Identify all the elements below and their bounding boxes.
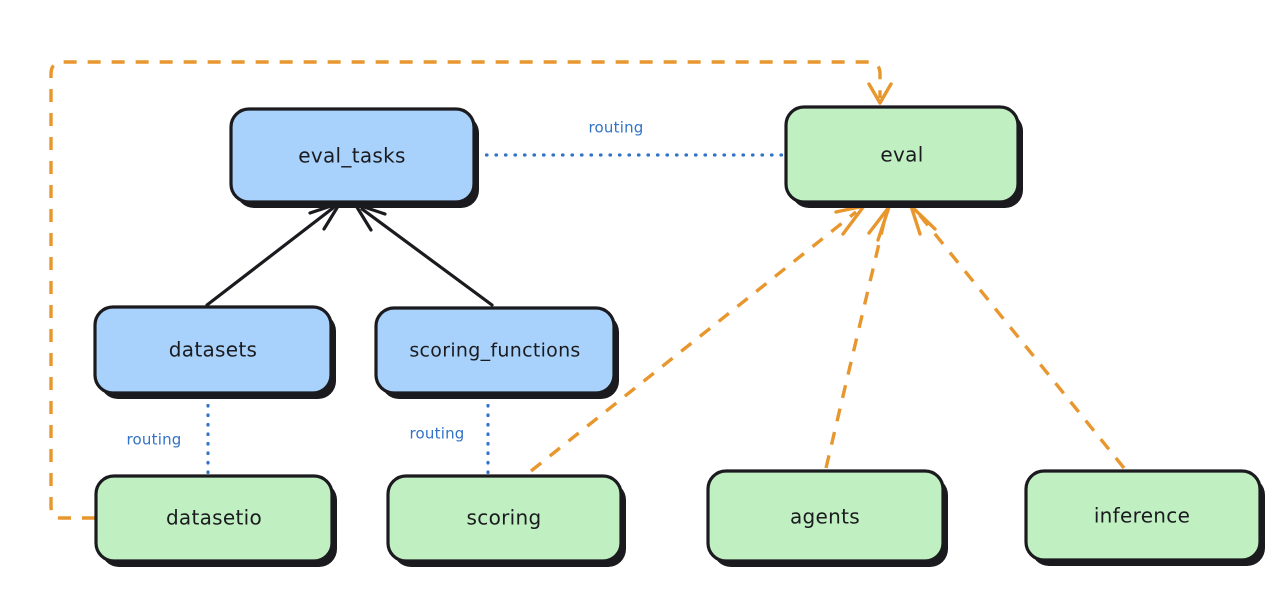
node-datasetio-box[interactable] xyxy=(94,474,334,563)
node-datasets[interactable]: datasets xyxy=(93,305,336,399)
node-inference-box[interactable] xyxy=(1024,469,1262,562)
edge-datasetio-to-eval xyxy=(49,60,893,520)
node-scoring_functions-box[interactable] xyxy=(374,306,616,395)
node-datasets-label: datasets xyxy=(169,338,257,362)
arrowhead-agents-eval xyxy=(867,205,891,242)
edge-datasets-to-eval_tasks xyxy=(205,201,342,307)
node-scoring[interactable]: scoring xyxy=(386,474,626,567)
node-scoring_functions-label: scoring_functions xyxy=(409,340,580,362)
node-agents-label: agents xyxy=(790,505,860,529)
edge-label-routing-datasets: routing xyxy=(127,431,182,449)
edge-label-layer: routing routing routing xyxy=(127,119,644,449)
node-scoring-box[interactable] xyxy=(386,474,623,563)
node-datasetio[interactable]: datasetio xyxy=(94,474,337,567)
edge-scoring_functions-to-eval_tasks xyxy=(353,202,494,307)
node-datasetio-label: datasetio xyxy=(166,506,262,530)
node-inference[interactable]: inference xyxy=(1024,469,1265,566)
node-eval-label: eval xyxy=(880,143,923,167)
node-eval_tasks-label: eval_tasks xyxy=(298,144,405,168)
node-agents[interactable]: agents xyxy=(706,469,948,567)
edge-agents-to-eval xyxy=(824,205,891,469)
node-scoring-label: scoring xyxy=(467,506,542,530)
edge-label-routing-scoring: routing xyxy=(410,425,465,443)
node-eval[interactable]: eval xyxy=(784,105,1023,208)
node-inference-label: inference xyxy=(1094,504,1190,528)
arrowhead-scoring-eval xyxy=(834,204,866,236)
node-datasets-box[interactable] xyxy=(93,305,333,395)
arrowhead-datasetio-eval xyxy=(867,82,893,105)
node-eval_tasks-box[interactable] xyxy=(229,107,476,204)
node-eval-box[interactable] xyxy=(784,105,1020,204)
node-scoring_functions[interactable]: scoring_functions xyxy=(374,306,619,399)
node-layer: eval_tasks eval datasets scoring_functio… xyxy=(93,105,1265,567)
node-eval_tasks[interactable]: eval_tasks xyxy=(229,107,479,208)
edge-label-routing-eval: routing xyxy=(589,119,644,137)
node-agents-box[interactable] xyxy=(706,469,945,563)
edge-inference-to-eval xyxy=(909,204,1126,470)
